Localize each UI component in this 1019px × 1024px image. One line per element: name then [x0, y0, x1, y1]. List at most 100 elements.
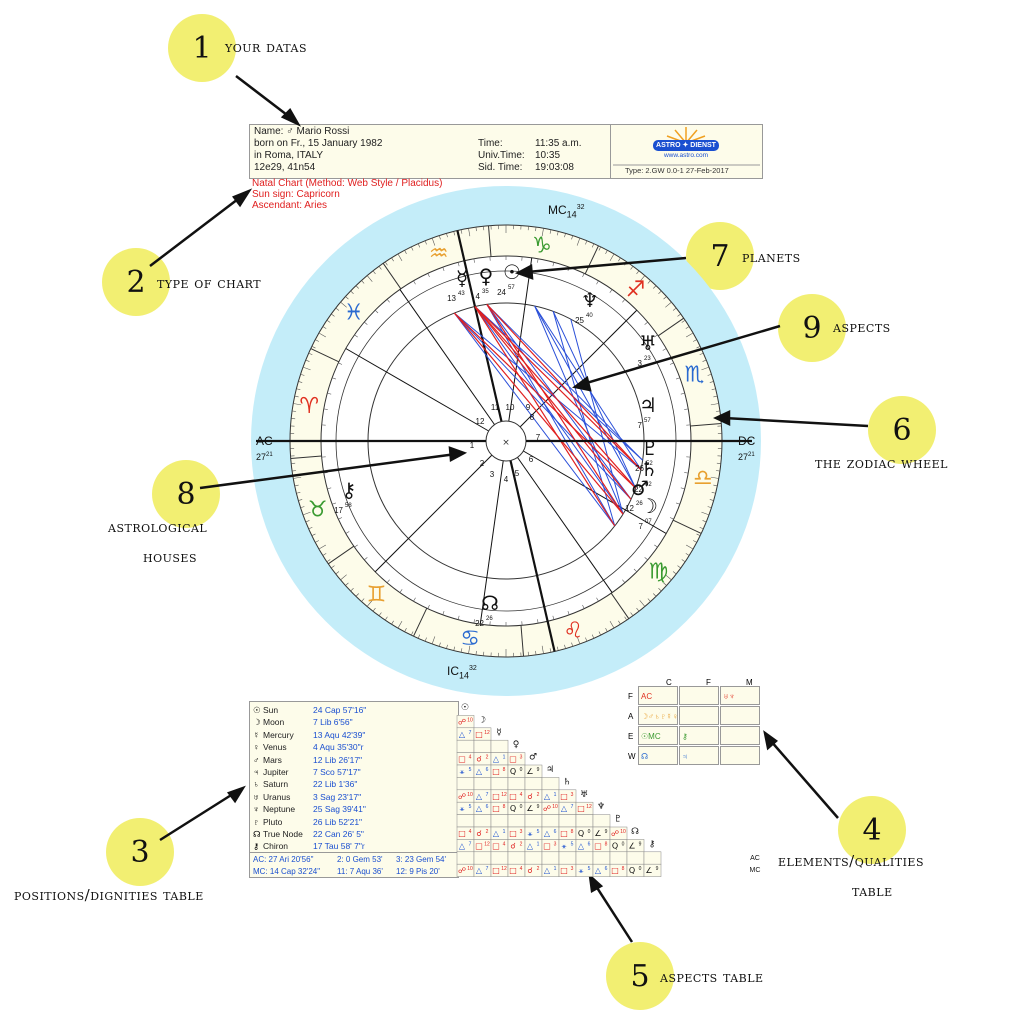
- aspect-symbol: □: [509, 866, 517, 875]
- inner-tick: [567, 610, 570, 615]
- planet-minute: 57: [508, 285, 515, 291]
- aspect-orb: 1: [503, 829, 506, 835]
- aspect-orb: 2: [537, 866, 540, 872]
- aspect-orb: 4: [520, 792, 523, 798]
- inner-tick: [399, 589, 403, 593]
- degree-tick: [701, 366, 710, 371]
- planet-glyph: ☉: [503, 260, 521, 284]
- house-number: 7: [536, 433, 541, 442]
- house-number: 10: [506, 403, 515, 412]
- ic-min: 32: [469, 665, 477, 672]
- ac-min: 21: [266, 452, 273, 458]
- degree-tick: [591, 243, 595, 248]
- degree-tick: [624, 261, 628, 266]
- degree-tick: [404, 250, 407, 254]
- elements-row-header: E: [628, 732, 634, 741]
- aspect-symbol: ☌: [527, 792, 532, 801]
- degree-tick: [535, 650, 537, 655]
- degree-tick: [345, 296, 349, 300]
- inner-tick: [338, 517, 343, 520]
- elements-cell: [720, 706, 760, 725]
- degree-tick: [564, 233, 566, 238]
- callout-1-number: 1: [192, 30, 212, 66]
- aspect-orb: 9: [537, 804, 540, 810]
- elements-cell: [720, 726, 760, 745]
- aspect-symbol: △: [476, 792, 483, 801]
- planet-glyph: ♃: [639, 393, 657, 417]
- aspect-orb: 1: [554, 866, 557, 872]
- aspect-orb: 1: [554, 792, 557, 798]
- wheel-planet-ring: [335, 270, 677, 612]
- sign-glyph: ♍: [649, 559, 669, 584]
- planet-glyph: ⚷: [342, 478, 357, 502]
- aspect-orb: 10: [552, 804, 558, 810]
- aspect-line-square: [453, 312, 624, 515]
- position-glyph: ♂: [253, 754, 260, 765]
- sign-boundary: [413, 607, 428, 637]
- degree-tick: [696, 346, 701, 349]
- aspect-cell: [490, 814, 509, 828]
- degree-tick: [311, 533, 316, 536]
- position-value: 13 Aqu 42'39": [313, 729, 366, 740]
- aspect-cell: [558, 851, 577, 865]
- aspect-symbol: ☌: [510, 841, 515, 850]
- aspect-orb: 3: [520, 755, 523, 761]
- position-glyph: ☉: [253, 705, 261, 715]
- inner-tick: [332, 377, 337, 380]
- aspect-symbol: □: [492, 804, 500, 813]
- degree-tick: [424, 240, 427, 245]
- inner-tick: [374, 568, 379, 573]
- aspect-header: MC: [750, 867, 761, 874]
- aspect-orb: 6: [486, 767, 489, 773]
- aspect-cell: [507, 814, 526, 828]
- astrodienst-logo: ASTRO ✦ DIENST www.astro.com Type: 2.GW …: [610, 125, 762, 178]
- aspect-cell: [575, 814, 594, 828]
- aspect-orb: 3: [520, 829, 523, 835]
- position-name: True Node: [263, 829, 303, 839]
- aspect-orb: 4: [469, 755, 472, 761]
- sign-boundary: [672, 519, 702, 534]
- house-number: 8: [530, 413, 535, 422]
- aspect-symbol: □: [509, 829, 517, 838]
- aspect-orb: 10: [467, 717, 473, 723]
- aspect-line-square: [474, 306, 637, 489]
- planet-glyph: ♂: [631, 476, 649, 500]
- sun-sign: Sun sign: Capricorn: [252, 189, 340, 200]
- degree-tick: [453, 231, 456, 236]
- aspect-symbol: △: [459, 841, 466, 850]
- inner-tick: [680, 392, 685, 395]
- degree-tick: [350, 290, 354, 294]
- sid-time-label: Sid. Time:: [478, 162, 523, 173]
- degree-tick: [345, 582, 349, 586]
- callout-9-number: 9: [802, 310, 822, 346]
- inner-tick: [537, 619, 539, 624]
- aspect-symbol: □: [458, 755, 466, 764]
- degree-tick: [305, 359, 310, 362]
- degree-tick: [556, 646, 559, 651]
- planet-minute: 26: [636, 501, 643, 507]
- cusp-cell: 2: 0 Gem 53': [337, 855, 383, 864]
- mc-min: 32: [576, 204, 585, 211]
- wheel-sign-inner: [320, 255, 692, 627]
- inner-tick: [596, 280, 599, 285]
- degree-tick: [326, 319, 331, 323]
- degree-tick: [292, 410, 297, 412]
- callout-6-label: the zodiac wheel: [815, 454, 948, 472]
- sign-boundary: [290, 455, 322, 460]
- degree-tick: [475, 650, 477, 655]
- aspect-line-square: [486, 304, 624, 515]
- cusp-cell: 3: 23 Gem 54': [396, 855, 446, 864]
- aspect-line-trine: [534, 305, 637, 489]
- position-value: 17 Tau 58' 7"r: [313, 841, 365, 852]
- degree-tick: [681, 319, 686, 323]
- planet-degree: 26: [635, 464, 644, 473]
- ac-label: AC 2721: [256, 434, 273, 464]
- planet-minute: 43: [458, 291, 465, 297]
- degree-tick: [535, 227, 537, 232]
- sign-boundary: [690, 422, 722, 427]
- aspect-symbol: □: [492, 792, 500, 801]
- degree-tick: [585, 240, 588, 245]
- inner-tick: [662, 531, 667, 534]
- degree-tick: [713, 484, 718, 487]
